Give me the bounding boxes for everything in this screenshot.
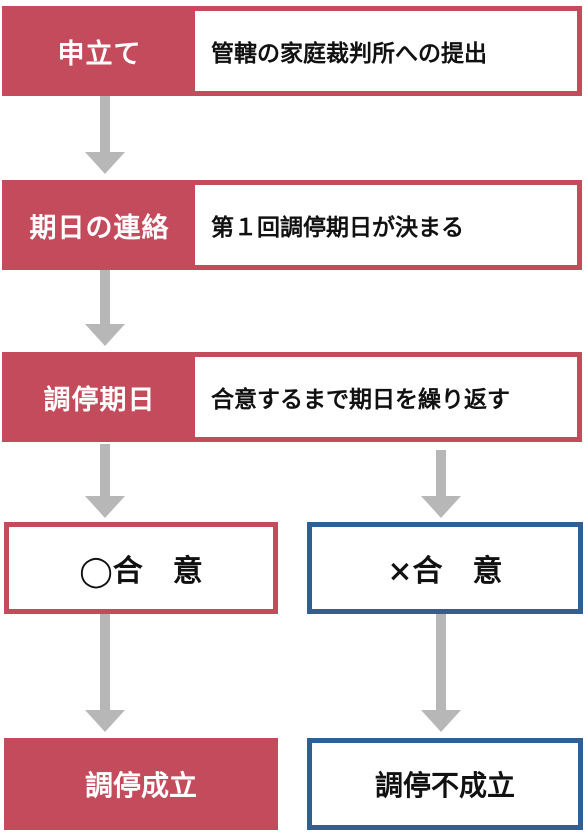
outcome-agree-label: ◯合 意 [79,554,203,589]
arrow-down-icon [85,614,125,738]
outcome-disagree-label: ×合 意 [387,554,503,589]
arrow-down-icon [85,96,125,182]
arrow-down-icon [421,450,461,524]
final-success-box: 調停成立 [4,738,278,830]
step-filing-label: 申立て [57,38,142,70]
step-filing: 申立て 管轄の家庭裁判所への提出 [2,6,582,96]
outcome-agree-box: ◯合 意 [4,522,278,614]
step-filing-description: 管轄の家庭裁判所への提出 [195,11,577,91]
final-success-label: 調停成立 [84,769,197,802]
arrow-down-icon [421,614,461,738]
arrow-down-icon [85,444,125,524]
outcome-disagree-box: ×合 意 [307,522,583,614]
final-failure-box: 調停不成立 [307,738,583,830]
step-date-notice: 期日の連絡 第１回調停期日が決まる [2,180,582,270]
step-date-notice-label: 期日の連絡 [29,212,170,244]
final-failure-label: 調停不成立 [374,769,515,802]
step-mediation-date-description: 合意するまで期日を繰り返す [195,357,577,437]
arrow-down-icon [85,270,125,356]
step-mediation-date-label: 調停期日 [43,384,156,416]
step-mediation-date: 調停期日 合意するまで期日を繰り返す [2,352,582,442]
step-date-notice-description: 第１回調停期日が決まる [195,185,577,265]
